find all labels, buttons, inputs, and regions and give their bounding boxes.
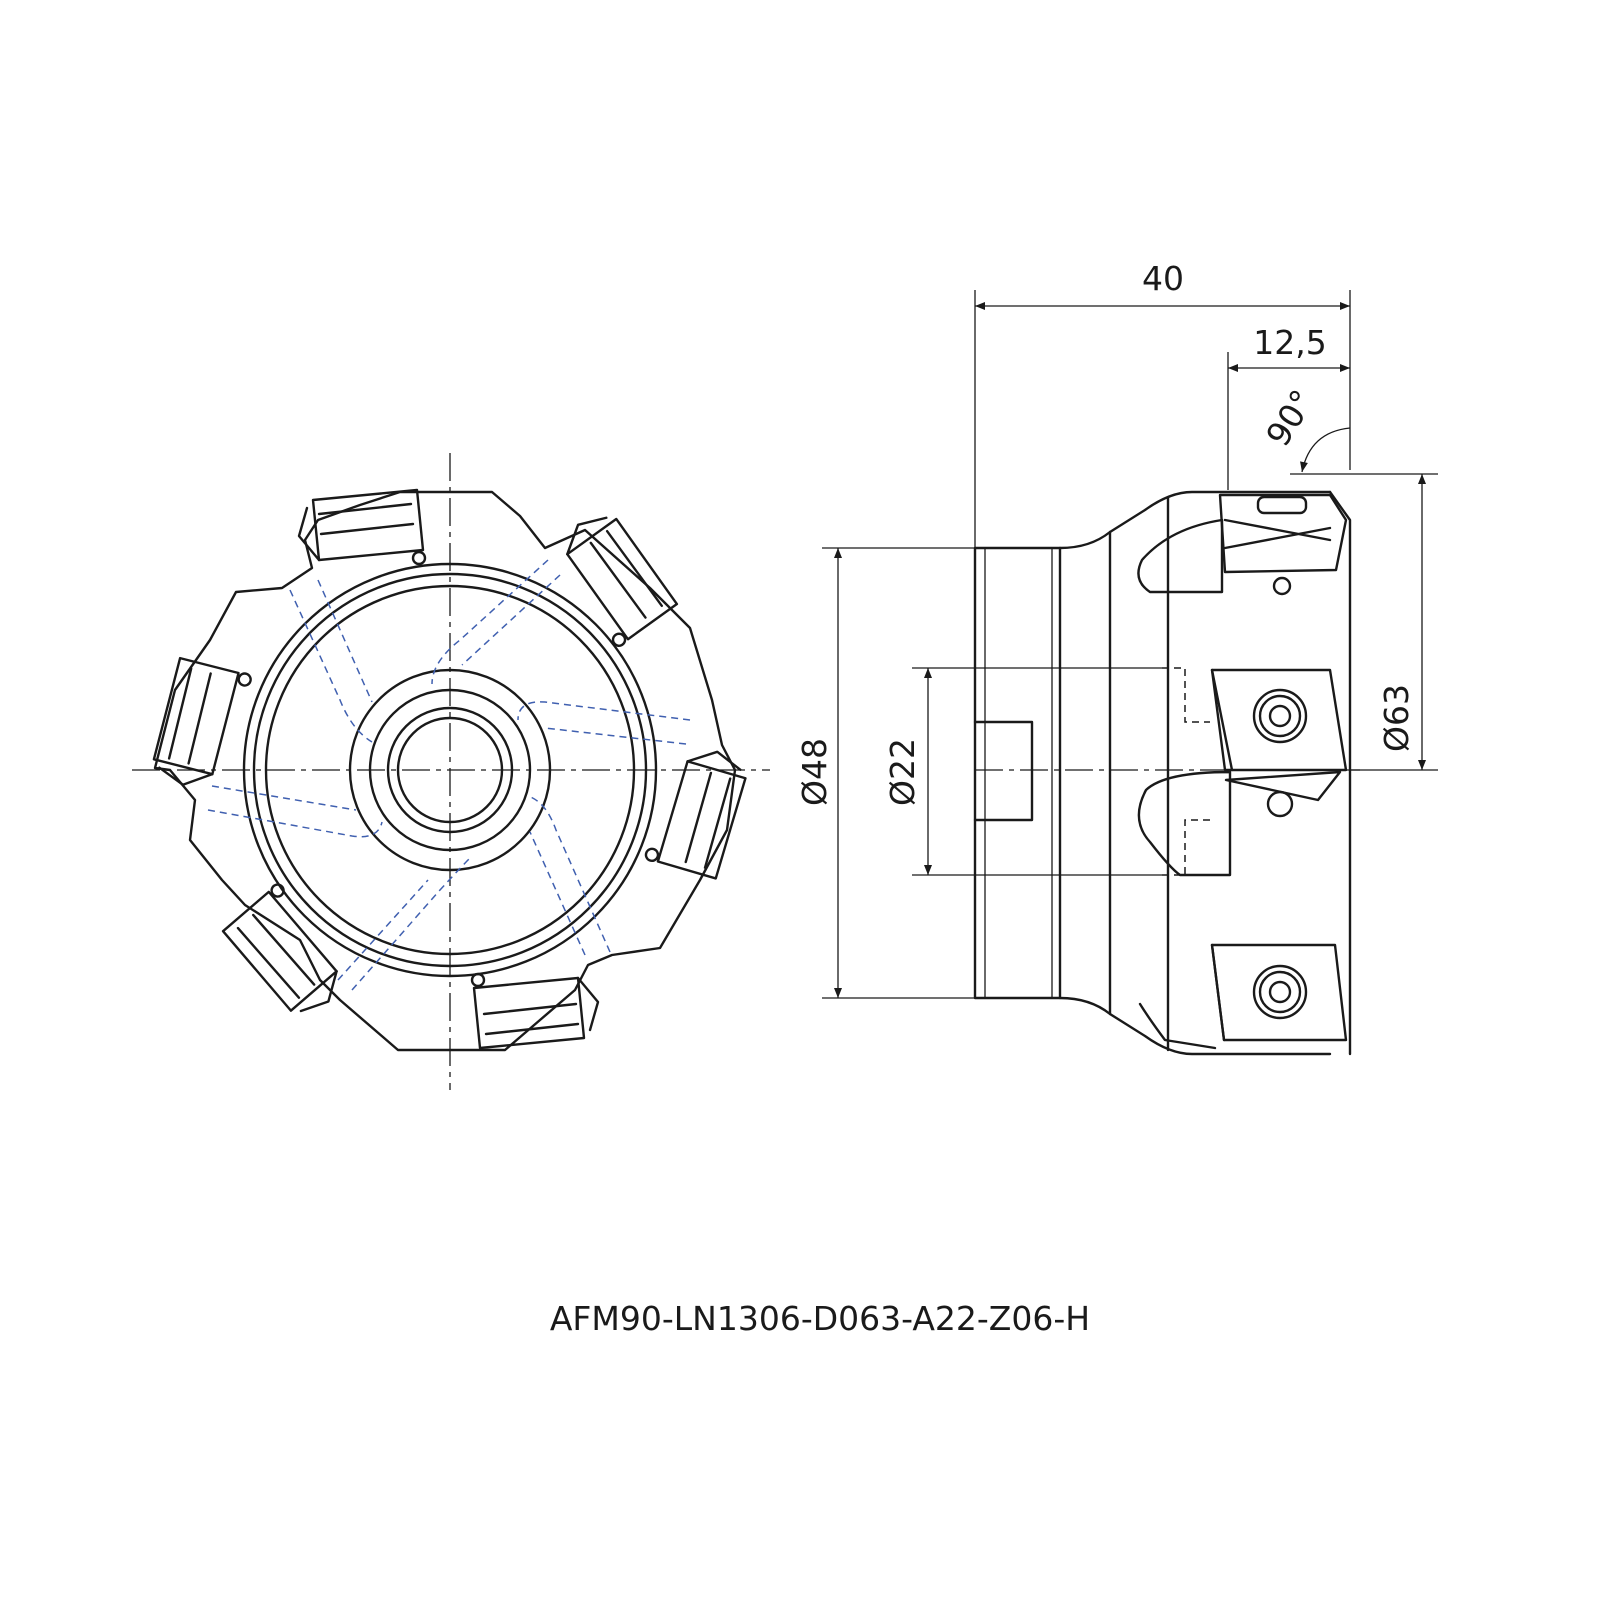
- head-right-edge: [1328, 490, 1352, 1056]
- side-view: [973, 490, 1360, 1056]
- dim-body-diameter: Ø48: [795, 738, 834, 806]
- insert-4: [470, 972, 600, 1050]
- torx-screw-icon: [1252, 688, 1308, 744]
- part-number: AFM90-LN1306-D063-A22-Z06-H: [550, 1299, 1090, 1338]
- insert-2: [552, 500, 683, 650]
- coolant-channels: [207, 559, 691, 991]
- body-face-ring: [252, 572, 648, 968]
- dimensions: 40 12,5 90° Ø63 Ø48 Ø22: [795, 259, 1438, 999]
- body-neck-bottom: [1058, 996, 1332, 1056]
- key-slot: [973, 720, 1034, 822]
- insert-5: [217, 881, 353, 1030]
- end-view: [132, 453, 770, 1090]
- side-insert-bottom: [1210, 943, 1348, 1042]
- insert-6: [138, 649, 254, 796]
- dim-length-total: 40: [1142, 259, 1184, 298]
- dim-angle: 90°: [1258, 383, 1322, 453]
- bore-inner: [396, 716, 504, 824]
- body-face-inner: [264, 584, 636, 956]
- side-insert-mid: [1210, 668, 1348, 818]
- hub-outline: [973, 546, 1062, 1000]
- bore-counter: [348, 668, 552, 872]
- dim-cutter-diameter: Ø63: [1377, 684, 1416, 752]
- insert-1: [297, 488, 427, 566]
- chip-pocket-top: [1137, 518, 1224, 594]
- dim-bore-diameter: Ø22: [883, 738, 922, 806]
- dim-insert-protrusion: 12,5: [1253, 323, 1326, 362]
- bore-step: [368, 688, 532, 852]
- torx-screw-icon-2: [1252, 964, 1308, 1020]
- chip-pocket-mid: [1137, 770, 1232, 877]
- side-insert-top: [1218, 493, 1348, 596]
- insert-3: [642, 740, 762, 888]
- bore-outer: [386, 706, 514, 834]
- body-neck-top: [1058, 490, 1332, 550]
- chip-pocket-bottom: [1138, 1002, 1217, 1050]
- body-face-outer: [242, 562, 658, 978]
- cutter-body-outline: [153, 490, 737, 1052]
